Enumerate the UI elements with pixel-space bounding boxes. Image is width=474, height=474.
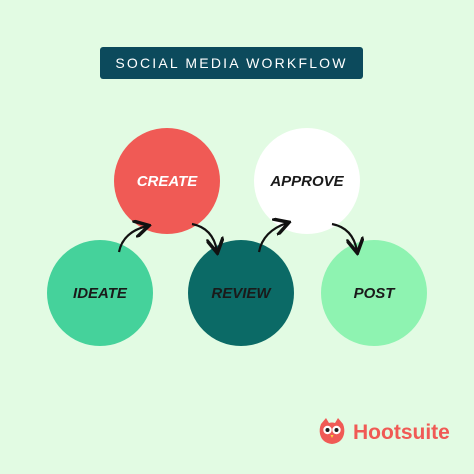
node-post-label: POST — [353, 284, 395, 302]
node-create: CREATE — [114, 128, 220, 234]
node-approve-label: APPROVE — [270, 172, 344, 190]
node-approve: APPROVE — [254, 128, 360, 234]
node-ideate-label: IDEATE — [73, 284, 127, 302]
logo-text: Hootsuite — [353, 421, 450, 444]
owl-icon — [317, 416, 347, 451]
hootsuite-logo: Hootsuite — [317, 416, 450, 450]
node-create-label: CREATE — [136, 172, 198, 190]
node-post: POST — [321, 240, 427, 346]
diagram-title: SOCIAL MEDIA WORKFLOW — [100, 47, 363, 79]
node-review-label: REVIEW — [211, 284, 271, 302]
node-review: REVIEW — [188, 240, 294, 346]
node-ideate: IDEATE — [47, 240, 153, 346]
